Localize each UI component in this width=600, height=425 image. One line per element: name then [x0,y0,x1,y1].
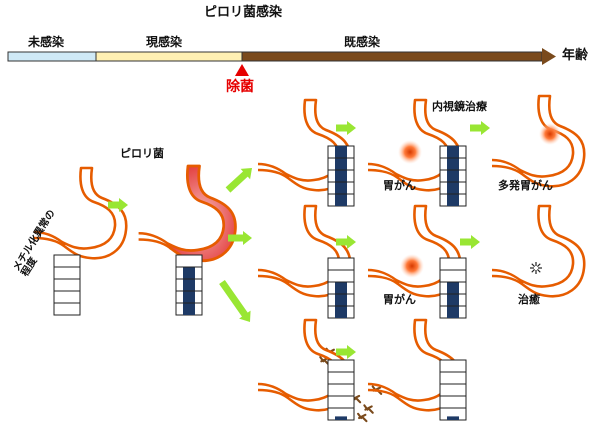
arrow-shape [470,121,490,135]
arrow-shape [336,235,356,249]
bar-fill [335,416,347,420]
bar-frame [327,359,355,421]
stomach-row1-col2 [367,98,462,192]
bar-infected [175,254,203,316]
stomach-row1-col1 [257,98,352,192]
bar-frame [439,359,467,421]
stomach-row1-col3 [491,94,586,188]
arrow-branch-bottom [219,279,251,322]
cancer-label-row2: 胃がん [383,293,416,306]
duodenum-upper [367,274,399,285]
bar-row2-col1 [327,257,355,319]
eradication-label: 除菌 [226,79,254,95]
duodenum-upper [491,274,523,285]
cancer-label-row1: 胃がん [383,179,416,192]
stomach-outline [518,204,586,298]
axis-age-label: 年齢 [562,48,589,63]
duodenum-upper [257,274,289,285]
pylori-label: ピロリ菌 [120,147,164,160]
bar-base [53,254,81,316]
arrow-shape [336,121,356,135]
arrow-group [108,121,490,359]
duodenum-lower [138,231,169,245]
timeline-bar [7,48,556,76]
arrow-shape [225,168,252,193]
bar-fill [335,282,347,318]
stage-uninfected-label: 未感染 [28,35,65,49]
timeline-arrowhead [542,48,556,65]
arrow-branch-top [225,168,252,193]
arrow-shape [460,235,480,249]
stage-past-label: 既感染 [344,35,381,49]
stage-current-bar [95,51,243,62]
endoscopic-treatment-label: 内視鏡治療 [432,100,487,113]
duodenum-lower [257,268,287,281]
duodenum-upper [367,388,399,399]
bar-frame [53,254,81,316]
stomach-row2-col3 [491,204,586,298]
arrow-base-to-infected [108,198,128,212]
cure-label: 治癒 [518,293,540,306]
stomach-group [33,94,586,423]
arrow-row2-b [460,235,480,249]
methylation-bars [53,145,467,421]
stomach-row2-col2 [367,204,462,298]
healed-scar [530,262,542,274]
duodenum-upper [33,236,65,247]
stage-past-bar [241,51,543,62]
duodenum-lower [33,230,63,243]
duodenum-lower [257,382,287,395]
arrow-row1-b [470,121,490,135]
lesion [398,140,422,164]
duodenum-upper [491,164,523,175]
stomach-outline [60,166,128,260]
duodenum-lower [491,268,521,281]
lesion [539,123,561,145]
arrow-shape [108,198,128,212]
bar-row1-col1 [327,145,355,207]
bar-fill [447,282,459,318]
duodenum-upper [367,168,399,179]
bar-row3-col1 [327,359,355,421]
bar-fill [447,416,459,420]
bar-row1-col2 [439,145,467,207]
lesion [400,254,424,278]
eradication-marker [235,64,249,76]
arrow-branch-middle [228,231,252,245]
arrow-row2-a [336,235,356,249]
arrow-row3-a [336,345,356,359]
duodenum-upper [257,388,289,399]
bar-fill [335,146,347,206]
stage-current-label: 現感染 [146,35,183,49]
arrow-shape [228,231,252,245]
stomach-outline [166,164,237,263]
bar-row3-col2 [439,359,467,421]
arrow-shape [336,345,356,359]
multiple-cancer-label: 多発胃がん [498,179,553,192]
arrow-row1-a [336,121,356,135]
duodenum-lower [367,162,397,175]
arrow-shape [219,279,251,322]
duodenum-upper [257,168,289,179]
stage-uninfected-bar [7,51,97,62]
diagram-title: ピロリ菌感染 [204,5,283,20]
bar-row2-col2 [439,257,467,319]
duodenum-lower [257,162,287,175]
bar-fill [447,146,459,206]
duodenum-lower [367,382,397,395]
duodenum-upper [138,238,171,249]
duodenum-lower [367,268,397,281]
duodenum-lower [491,158,521,171]
